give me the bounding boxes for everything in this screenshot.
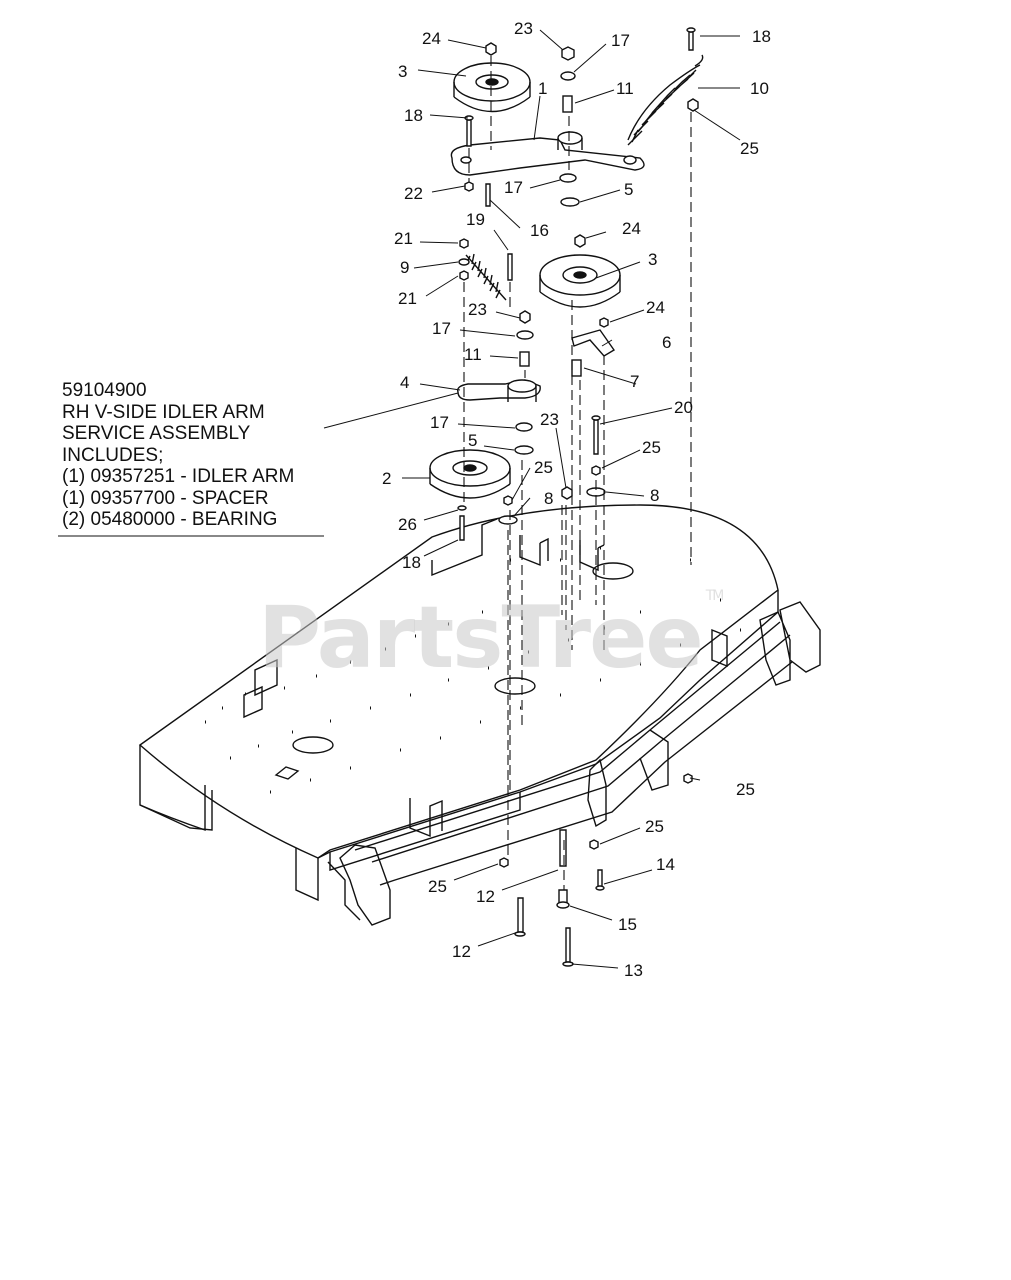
callout-25: 25 xyxy=(642,438,661,457)
callout-25: 25 xyxy=(645,817,664,836)
callout-18: 18 xyxy=(402,553,421,572)
callout-22: 22 xyxy=(404,184,423,203)
callout-3: 3 xyxy=(648,250,657,269)
callout-4: 4 xyxy=(400,373,409,392)
callout-8: 8 xyxy=(650,486,659,505)
callout-17: 17 xyxy=(611,31,630,50)
idler-arm-lower xyxy=(457,379,541,402)
note-line: SERVICE ASSEMBLY xyxy=(62,423,251,444)
callout-19: 19 xyxy=(466,210,485,229)
pulley-upper xyxy=(453,62,531,113)
note-line: INCLUDES; xyxy=(62,444,164,466)
callout-1: 1 xyxy=(538,79,547,98)
note-line: RH V-SIDE IDLER ARM xyxy=(62,401,265,423)
callout-14: 14 xyxy=(656,855,675,874)
callout-6: 6 xyxy=(662,333,671,352)
callout-2: 2 xyxy=(382,469,391,488)
spring-small xyxy=(465,253,507,301)
frame-rail xyxy=(354,621,793,886)
callout-17: 17 xyxy=(432,319,451,338)
deck-top-plate xyxy=(138,504,779,859)
pulley-middle xyxy=(539,254,621,308)
frame-plate-front xyxy=(339,844,391,926)
callout-24: 24 xyxy=(646,298,665,317)
watermark-text: PartsTree xyxy=(258,588,704,688)
callout-5: 5 xyxy=(624,180,633,199)
callout-21: 21 xyxy=(394,229,413,248)
spring-large xyxy=(627,54,704,146)
service-assembly-note: 59104900 RH V-SIDE IDLER ARM SERVICE ASS… xyxy=(62,380,332,531)
callout-23: 23 xyxy=(540,410,559,429)
deck-bracket-1 xyxy=(243,658,278,719)
callout-numbers: 24 23 17 18 3 1 11 10 18 25 22 17 5 19 1… xyxy=(382,19,771,980)
callout-12: 12 xyxy=(452,942,471,961)
spindle-opening-left xyxy=(292,736,334,754)
idler-arm-hub xyxy=(557,131,583,145)
callout-12: 12 xyxy=(476,887,495,906)
deck-front-edge xyxy=(317,590,779,859)
callout-17: 17 xyxy=(430,413,449,432)
callout-24: 24 xyxy=(622,219,641,238)
callout-18: 18 xyxy=(752,27,771,46)
leader-lines xyxy=(323,29,741,969)
callout-24: 24 xyxy=(422,29,441,48)
callout-25: 25 xyxy=(740,139,759,158)
note-line: (2) 05480000 - BEARING xyxy=(62,509,278,530)
frame-plate-rear xyxy=(759,601,821,686)
callout-5: 5 xyxy=(468,431,477,450)
hardware xyxy=(457,27,699,967)
spindle-opening-center xyxy=(494,677,536,695)
spindle-opening-right xyxy=(592,562,634,580)
frame-plate-middle xyxy=(587,758,607,828)
callout-26: 26 xyxy=(398,515,417,534)
assembly-centerlines xyxy=(463,56,692,890)
callout-16: 16 xyxy=(530,221,549,240)
idler-arm-upper xyxy=(450,131,645,176)
callout-8: 8 xyxy=(544,489,553,508)
deck-latch xyxy=(274,766,300,780)
watermark-trademark: TM xyxy=(705,588,725,604)
callout-10: 10 xyxy=(750,79,769,98)
callout-23: 23 xyxy=(514,19,533,38)
deck-bracket-2 xyxy=(431,518,498,577)
deck-bracket-3 xyxy=(519,535,549,567)
callout-15: 15 xyxy=(618,915,637,934)
callout-23: 23 xyxy=(468,300,487,319)
idler-arm-plate xyxy=(450,137,645,176)
callout-20: 20 xyxy=(674,398,693,417)
callout-21: 21 xyxy=(398,289,417,308)
callout-18: 18 xyxy=(404,106,423,125)
pulley-lower xyxy=(429,449,511,499)
callout-11: 11 xyxy=(616,79,634,98)
callout-25: 25 xyxy=(736,780,755,799)
callout-9: 9 xyxy=(400,258,409,277)
callout-25: 25 xyxy=(534,458,553,477)
deck-frame xyxy=(327,601,821,926)
callout-3: 3 xyxy=(398,62,407,81)
callout-25: 25 xyxy=(428,877,447,896)
note-line: (1) 09357700 - SPACER xyxy=(62,487,269,509)
callout-17: 17 xyxy=(504,178,523,197)
callout-13: 13 xyxy=(624,961,643,980)
note-part-number: 59104900 xyxy=(62,380,147,401)
callout-11: 11 xyxy=(464,345,482,364)
callout-7: 7 xyxy=(630,372,639,391)
mower-deck xyxy=(138,504,779,902)
note-line: (1) 09357251 - IDLER ARM xyxy=(62,466,295,487)
deck-bracket-6 xyxy=(409,798,443,838)
